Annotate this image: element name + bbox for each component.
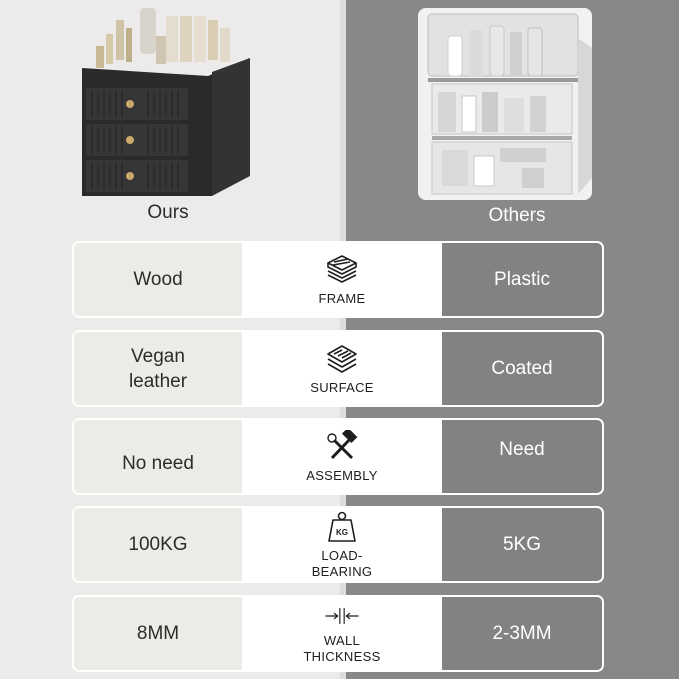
feature-label: SURFACE	[310, 379, 374, 395]
comparison-row-load-bearing: 100KG KG LOAD- BEARING 5KG	[72, 506, 604, 583]
feature-cell: SURFACE	[242, 332, 442, 405]
ours-caption: Ours	[147, 202, 189, 223]
stacked-boards-icon	[327, 254, 357, 283]
others-value: Plastic	[442, 243, 602, 316]
comparison-row-wall-thickness: 8MM WALL THICKNESS 2-3MM	[72, 595, 604, 672]
feature-label: ASSEMBLY	[306, 467, 378, 483]
kg-weight-icon: KG	[328, 511, 356, 542]
feature-cell: FRAME	[242, 243, 442, 316]
comparison-row-frame: Wood FRAME Plastic	[72, 241, 604, 318]
feature-cell: ASSEMBLY	[242, 420, 442, 493]
ours-value: No need	[74, 420, 242, 493]
comparison-row-assembly: No need ASSEMBLY Need	[72, 418, 604, 495]
ours-value: Vegan leather	[74, 332, 242, 405]
comparison-row-surface: Vegan leather SURFACE Coated	[72, 330, 604, 407]
ours-product-image	[82, 8, 250, 196]
others-product-image	[418, 8, 592, 200]
others-caption: Others	[488, 205, 546, 226]
kg-icon-text: KG	[336, 528, 348, 537]
others-value: Need	[442, 420, 602, 493]
feature-label: WALL THICKNESS	[303, 632, 381, 664]
thickness-arrows-icon	[325, 607, 359, 624]
feature-cell: WALL THICKNESS	[242, 597, 442, 670]
ours-value: Wood	[74, 243, 242, 316]
feature-cell: KG LOAD- BEARING	[242, 508, 442, 581]
others-value: Coated	[442, 332, 602, 405]
layers-icon	[327, 344, 357, 373]
others-value: 5KG	[442, 508, 602, 581]
tools-icon	[327, 429, 358, 459]
others-value: 2-3MM	[442, 597, 602, 670]
ours-value: 8MM	[74, 597, 242, 670]
feature-label: FRAME	[318, 290, 366, 306]
ours-value: 100KG	[74, 508, 242, 581]
feature-label: LOAD- BEARING	[311, 547, 373, 579]
